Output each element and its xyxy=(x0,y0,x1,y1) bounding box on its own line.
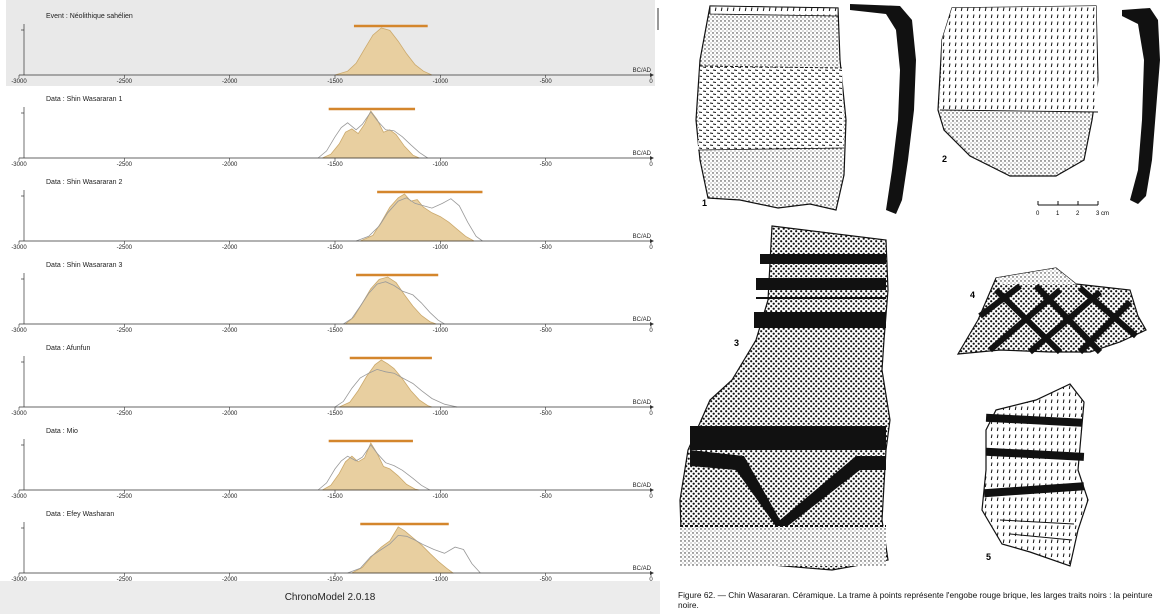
x-tick-label: -1000 xyxy=(433,79,449,85)
x-tick-label: -500 xyxy=(540,577,553,581)
x-tick-label: -2500 xyxy=(117,411,133,417)
sherd-1-number: 1 xyxy=(702,198,707,208)
ceramic-figure: 0 1 2 3 cm xyxy=(660,0,1173,614)
x-tick-label: -1500 xyxy=(327,411,343,417)
app-version-label: ChronoModel 2.0.18 xyxy=(284,592,376,603)
x-tick-label: -1500 xyxy=(327,494,343,500)
x-tick-label: -2000 xyxy=(222,411,238,417)
x-tick-label: -3000 xyxy=(11,79,27,85)
x-tick-label: -1500 xyxy=(327,328,343,334)
posterior-density-area xyxy=(322,110,420,159)
x-tick-label: -1000 xyxy=(433,494,449,500)
x-tick-label: -1000 xyxy=(433,328,449,334)
panel-title: Data : Mio xyxy=(46,428,78,435)
sherd-2-number: 2 xyxy=(942,154,947,164)
x-tick-label: -500 xyxy=(540,162,553,168)
posterior-density-area xyxy=(334,27,433,76)
panel-title: Data : Shin Wasararan 1 xyxy=(46,96,122,103)
sherd-3-drawing xyxy=(679,225,891,571)
x-axis-label: BC/AD xyxy=(633,317,652,323)
x-tick-label: -2000 xyxy=(222,328,238,334)
sherd-2-drawing xyxy=(937,5,1160,204)
posterior-density-area xyxy=(344,276,437,325)
x-tick-label: -2500 xyxy=(117,79,133,85)
x-tick-label: -2500 xyxy=(117,494,133,500)
x-tick-label: -500 xyxy=(540,411,553,417)
x-tick-label: 0 xyxy=(649,328,653,334)
scale-tick-label: 3 cm xyxy=(1096,211,1109,217)
x-tick-label: 0 xyxy=(649,494,653,500)
posterior-density-area xyxy=(351,526,455,574)
x-tick-label: -2000 xyxy=(222,162,238,168)
x-tick-label: -3000 xyxy=(11,162,27,168)
panel-title: Event : Néolithique sahélien xyxy=(46,13,133,20)
x-axis-label: BC/AD xyxy=(633,151,652,157)
x-tick-label: -3000 xyxy=(11,411,27,417)
posterior-density-area xyxy=(322,442,420,491)
x-tick-label: -3000 xyxy=(11,245,27,251)
sherd-4-drawing xyxy=(956,267,1147,355)
likelihood-curve xyxy=(334,368,458,408)
x-tick-label: -1000 xyxy=(433,411,449,417)
x-tick-label: -500 xyxy=(540,494,553,500)
footer-bar: ChronoModel 2.0.18 xyxy=(0,581,660,614)
likelihood-curve xyxy=(317,444,430,491)
posterior-density-area xyxy=(360,193,475,242)
x-tick-label: -3000 xyxy=(11,494,27,500)
x-axis-label: BC/AD xyxy=(633,483,652,489)
panel-title: Data : Shin Wasararan 3 xyxy=(46,262,122,269)
sherd-3-number: 3 xyxy=(734,338,739,348)
x-axis-label: BC/AD xyxy=(633,566,652,572)
x-tick-label: -500 xyxy=(540,245,553,251)
x-tick-label: -1000 xyxy=(433,162,449,168)
scale-bar: 0 1 2 3 cm xyxy=(1036,201,1109,217)
likelihood-curve xyxy=(347,534,481,574)
x-axis-label: BC/AD xyxy=(633,68,652,74)
x-tick-label: -500 xyxy=(540,79,553,85)
x-tick-label: -1500 xyxy=(327,79,343,85)
likelihood-curve xyxy=(355,197,483,242)
x-axis-label: BC/AD xyxy=(633,234,652,240)
panel-title: Data : Afunfun xyxy=(46,345,90,352)
x-tick-label: 0 xyxy=(649,411,653,417)
sherd-5-drawing xyxy=(981,383,1089,567)
x-tick-label: -2500 xyxy=(117,577,133,581)
posterior-density-area xyxy=(339,359,433,408)
x-tick-label: 0 xyxy=(649,162,653,168)
sherd-5-number: 5 xyxy=(986,552,991,562)
x-tick-label: -1000 xyxy=(433,245,449,251)
event-panel-background xyxy=(6,0,655,86)
x-tick-label: -2500 xyxy=(117,328,133,334)
x-tick-label: -2500 xyxy=(117,245,133,251)
x-tick-label: 0 xyxy=(649,577,653,581)
figure-caption: Figure 62. — Chin Wasararan. Céramique. … xyxy=(678,590,1153,610)
x-tick-label: -3000 xyxy=(11,328,27,334)
ceramic-drawings: 0 1 2 3 cm xyxy=(679,4,1160,571)
panel-title: Data : Shin Wasararan 2 xyxy=(46,179,122,186)
x-tick-label: 0 xyxy=(649,79,653,85)
scale-tick-label: 0 xyxy=(1036,211,1040,217)
panel-title: Data : Efey Washaran xyxy=(46,511,114,518)
x-tick-label: -1500 xyxy=(327,577,343,581)
x-tick-label: -2000 xyxy=(222,79,238,85)
x-tick-label: -2000 xyxy=(222,494,238,500)
sherd-1-drawing xyxy=(695,4,916,214)
likelihood-curve xyxy=(343,281,445,325)
x-axis-label: BC/AD xyxy=(633,400,652,406)
x-tick-label: -500 xyxy=(540,328,553,334)
likelihood-curve xyxy=(317,111,428,159)
x-tick-label: -1500 xyxy=(327,162,343,168)
scale-tick-label: 2 xyxy=(1076,211,1080,217)
x-tick-label: -1000 xyxy=(433,577,449,581)
x-tick-label: 0 xyxy=(649,245,653,251)
x-tick-label: -2500 xyxy=(117,162,133,168)
sherd-4-number: 4 xyxy=(970,290,975,300)
x-tick-label: -2000 xyxy=(222,245,238,251)
x-tick-label: -1500 xyxy=(327,245,343,251)
x-tick-label: -3000 xyxy=(11,577,27,581)
scale-tick-label: 1 xyxy=(1056,211,1060,217)
x-tick-label: -2000 xyxy=(222,577,238,581)
